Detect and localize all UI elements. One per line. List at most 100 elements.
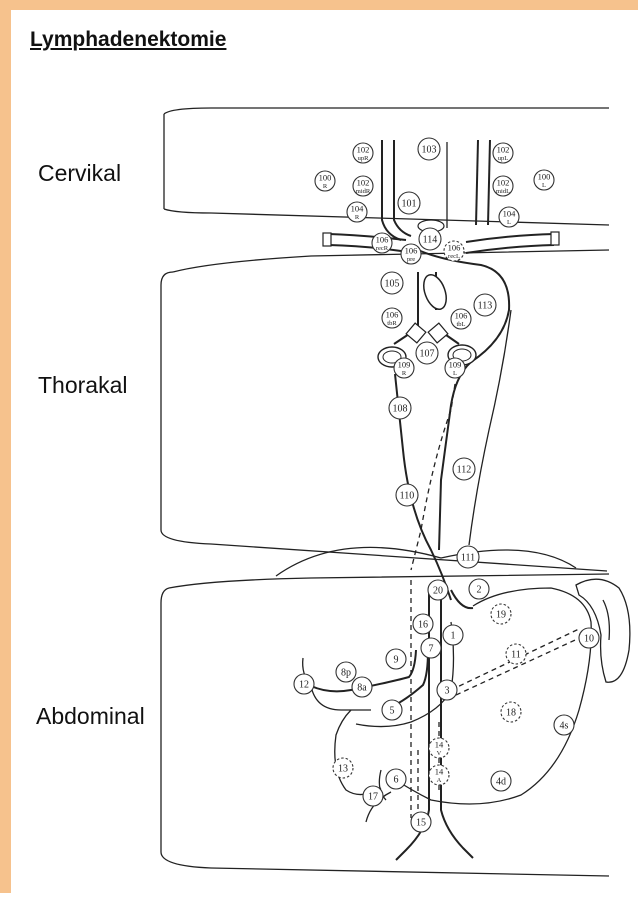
lymph-node-sublabel: midL xyxy=(496,188,510,195)
lymph-node-label: 3 xyxy=(445,686,450,697)
lymph-node-113: 113 xyxy=(474,294,496,316)
lymph-node-17: 17 xyxy=(363,786,383,806)
lymph-node-label: 10 xyxy=(584,634,594,645)
lymph-node-label: 9 xyxy=(394,655,399,666)
lymph-node-2: 2 xyxy=(469,579,489,599)
lymph-node-label: 1 xyxy=(451,631,456,642)
lymph-node-label: 102 xyxy=(497,145,510,155)
lymph-node-label: 111 xyxy=(461,553,475,564)
lymph-node-label: 6 xyxy=(394,775,399,786)
lymph-node-108: 108 xyxy=(389,397,411,419)
cervical-body-outline xyxy=(164,108,609,225)
lymph-node-11: 11 xyxy=(506,644,526,664)
lymph-node-label: 8p xyxy=(341,668,351,679)
lymph-node-label: 8a xyxy=(357,683,367,694)
lymph-node-sublabel: R xyxy=(323,183,328,190)
lymph-node-label: 15 xyxy=(416,818,426,829)
lymph-node-8a: 8a xyxy=(352,677,372,697)
lymph-node-label: 103 xyxy=(422,145,437,156)
lymph-node-sublabel: L xyxy=(542,182,546,189)
lymph-node-label: 106 xyxy=(405,246,418,256)
lymph-node-label: 4s xyxy=(560,721,569,732)
lymph-node-label: 2 xyxy=(477,585,482,596)
lymph-node-label: 102 xyxy=(357,178,370,188)
lymph-node-9: 9 xyxy=(386,649,406,669)
lymph-node-label: 102 xyxy=(497,178,510,188)
lymph-node-114: 114 xyxy=(419,228,441,250)
lymph-node-label: 5 xyxy=(390,706,395,717)
lymph-node-5: 5 xyxy=(382,700,402,720)
lymph-node-18: 18 xyxy=(501,702,521,722)
lymph-node-sublabel: L xyxy=(507,219,511,226)
lymph-node-14v: 14V xyxy=(429,738,449,758)
lymph-node-106-recl: 106recL xyxy=(444,241,464,261)
lymph-node-label: 14 xyxy=(435,740,444,750)
lymph-node-sublabel: tbR xyxy=(387,320,397,327)
lymph-node-label: 102 xyxy=(357,145,370,155)
lymph-node-6: 6 xyxy=(386,769,406,789)
lymph-node-label: 14 xyxy=(435,767,444,777)
lymph-node-label: 11 xyxy=(511,650,521,661)
lymph-node-label: 101 xyxy=(402,199,417,210)
lymph-node-label: 100 xyxy=(319,173,332,183)
lymph-node-label: 104 xyxy=(351,204,365,214)
lymph-node-16: 16 xyxy=(413,614,433,634)
lymph-node-4s: 4s xyxy=(554,715,574,735)
lymph-node-102-midleft: 102midR xyxy=(353,176,373,196)
lymph-node-8p: 8p xyxy=(336,662,356,682)
lymph-node-10: 10 xyxy=(579,628,599,648)
lymph-node-13: 13 xyxy=(333,758,353,778)
abdominal-body-outline xyxy=(161,574,609,876)
lymph-node-label: 106 xyxy=(376,235,389,245)
lymph-node-sublabel: upL xyxy=(498,155,509,162)
thoracic-body-outline xyxy=(161,250,609,571)
lymph-node-label: 113 xyxy=(478,301,493,312)
lymph-node-label: 109 xyxy=(449,360,462,370)
lymph-node-label: 104 xyxy=(503,209,517,219)
lymph-node-7: 7 xyxy=(421,638,441,658)
lymph-node-101: 101 xyxy=(398,192,420,214)
lymph-node-label: 112 xyxy=(457,465,472,476)
lymph-node-14a: 14A xyxy=(429,765,449,785)
lymph-node-label: 18 xyxy=(506,708,516,719)
lymph-node-105: 105 xyxy=(381,272,403,294)
lymph-node-label: 17 xyxy=(368,792,378,803)
lymph-node-sublabel: recL xyxy=(448,253,460,260)
lymph-node-sublabel: upR xyxy=(358,155,370,162)
lymph-node-111: 111 xyxy=(457,546,479,568)
lymph-node-label: 110 xyxy=(400,491,415,502)
lymph-node-3: 3 xyxy=(437,680,457,700)
lymph-node-label: 107 xyxy=(420,349,435,360)
lymph-node-sublabel: A xyxy=(437,777,442,784)
lymph-node-4d: 4d xyxy=(491,771,511,791)
lymph-node-sublabel: R xyxy=(355,214,360,221)
lymph-node-15: 15 xyxy=(411,812,431,832)
lymph-node-label: 100 xyxy=(538,172,551,182)
lymph-node-1: 1 xyxy=(443,625,463,645)
anatomy-drawing: 102upR103102upL100R102midR102midL100L104… xyxy=(11,10,638,903)
lymph-node-12: 12 xyxy=(294,674,314,694)
lymph-node-label: 4d xyxy=(496,777,506,788)
lymph-node-label: 19 xyxy=(496,610,506,621)
lymph-node-label: 16 xyxy=(418,620,428,631)
lymph-node-sublabel: L xyxy=(453,370,457,377)
lymph-node-110: 110 xyxy=(396,484,418,506)
lymph-node-sublabel: midR xyxy=(356,188,371,195)
lymph-node-103: 103 xyxy=(418,138,440,160)
lymph-node-label: 114 xyxy=(423,235,438,246)
lymph-node-20: 20 xyxy=(428,580,448,600)
lymph-node-sublabel: pre xyxy=(407,256,415,263)
